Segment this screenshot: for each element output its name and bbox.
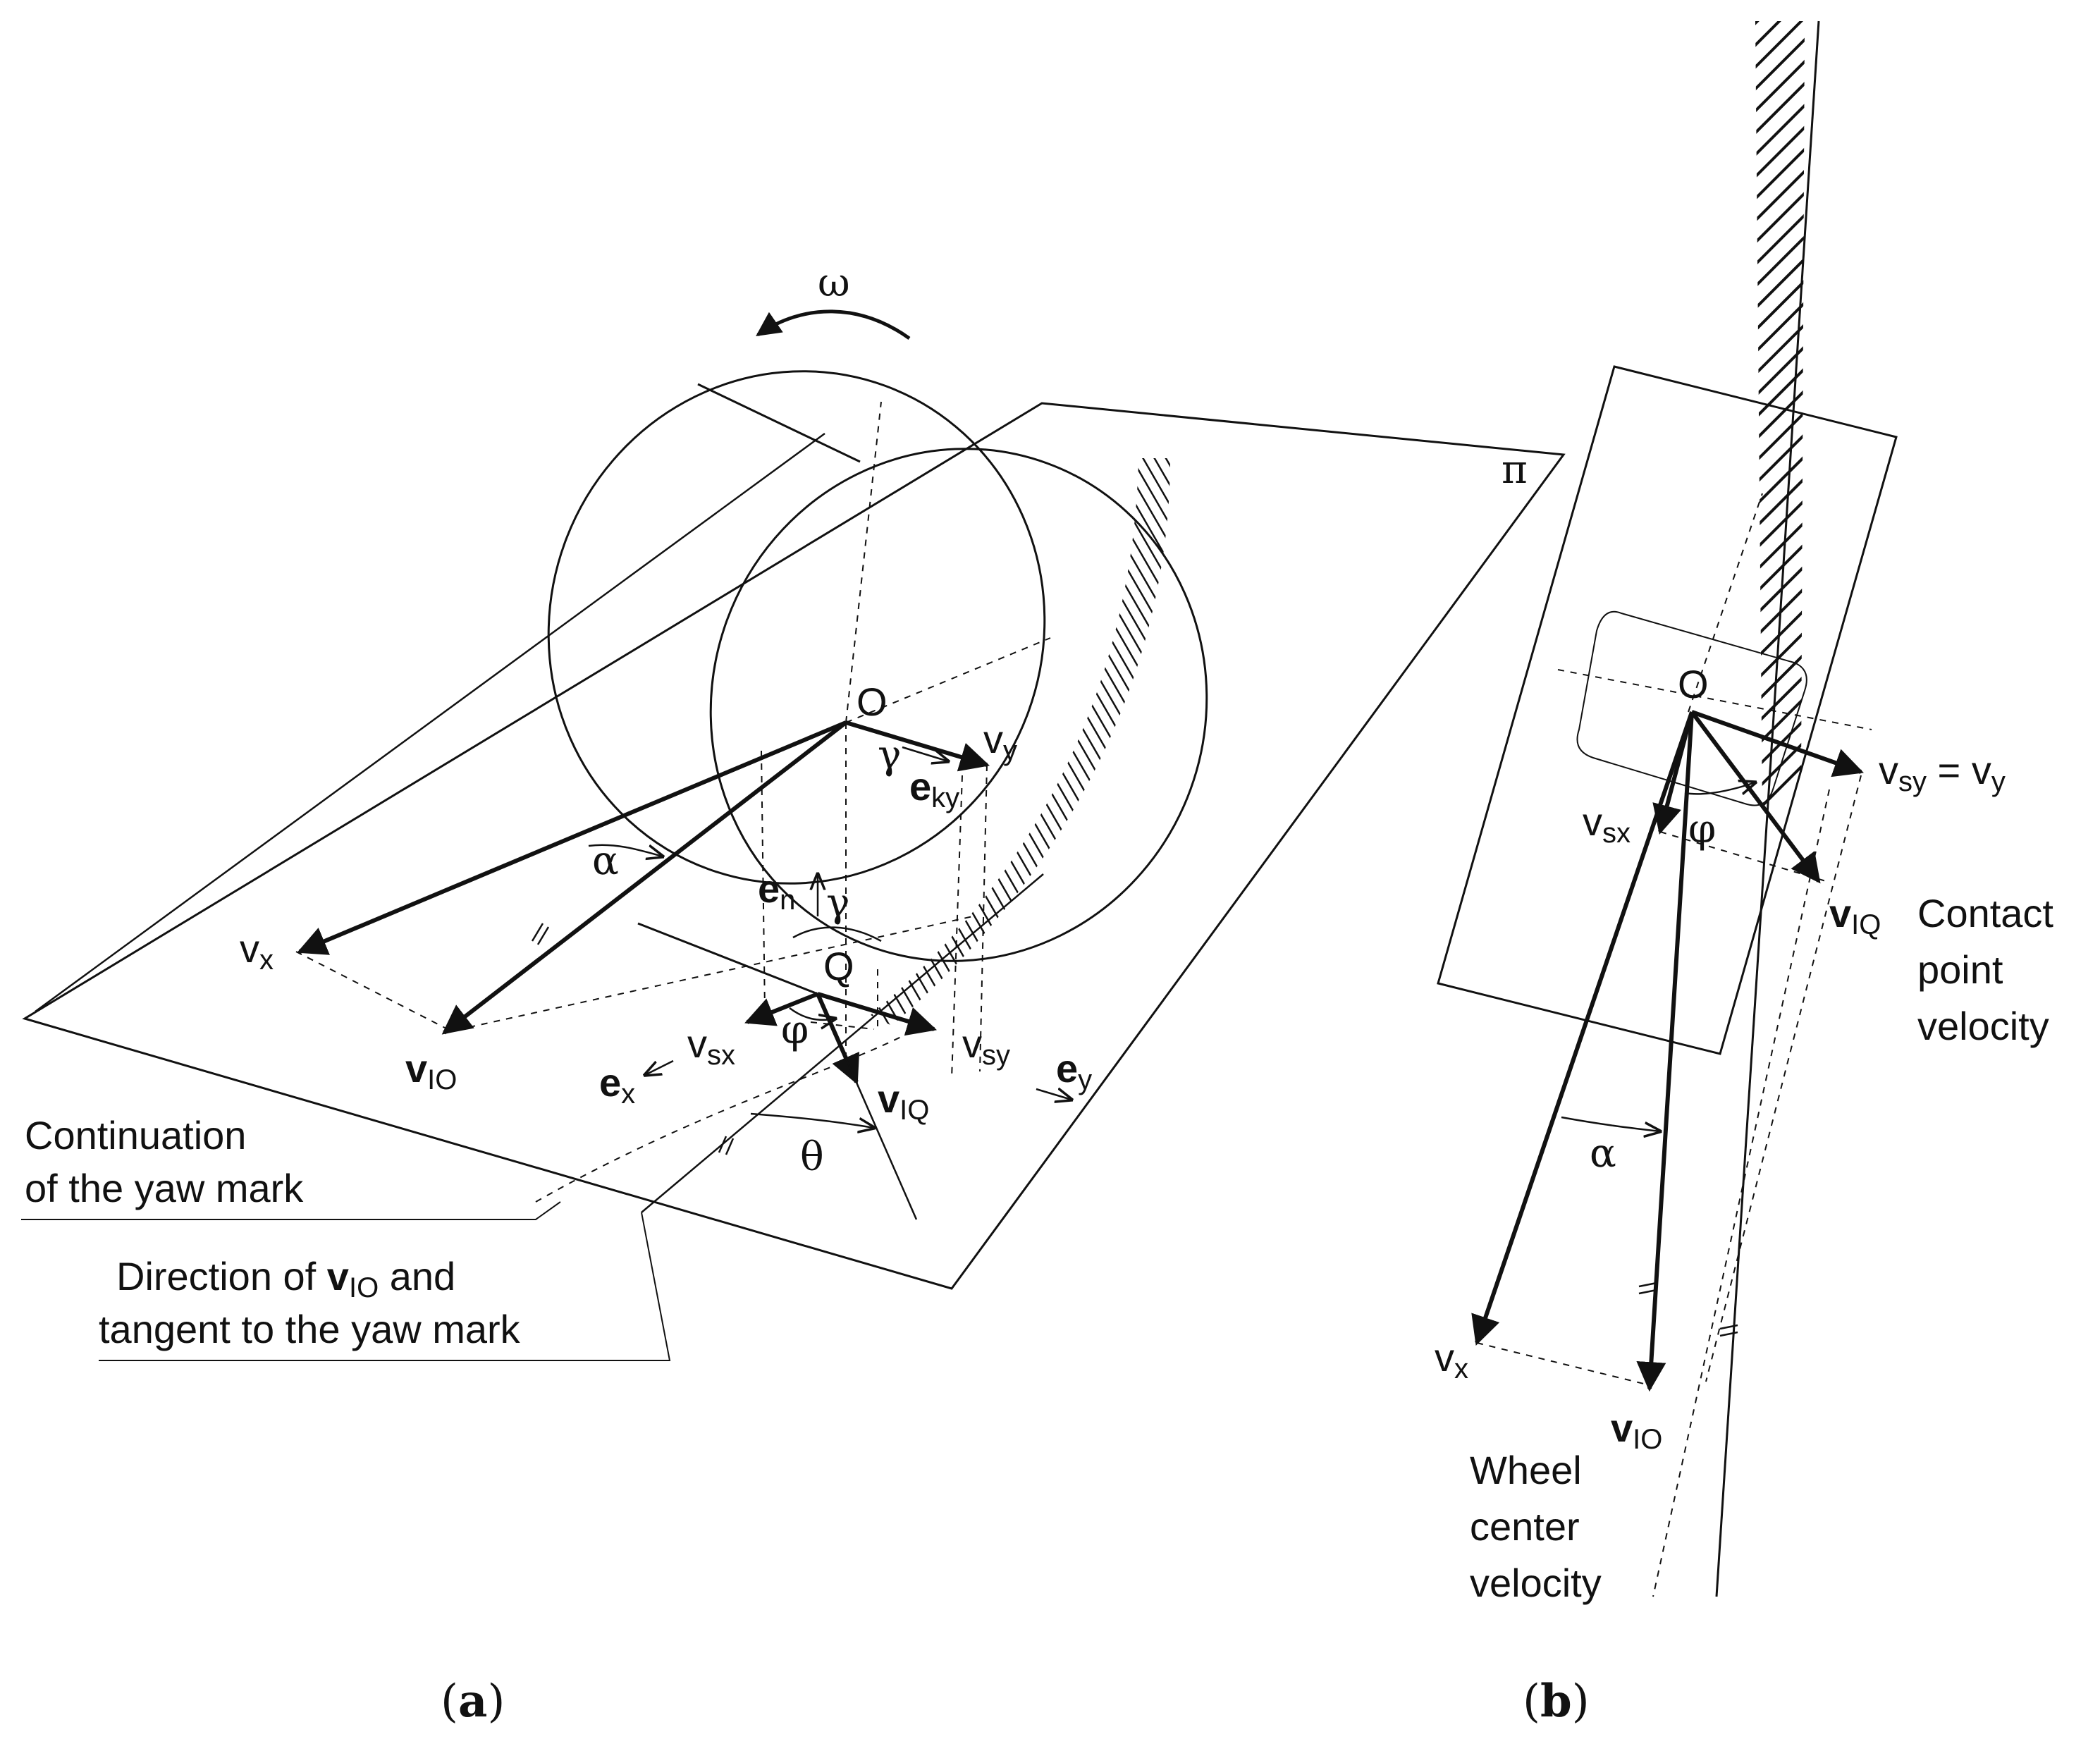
eky-arrow [902,746,948,761]
continuation-leader [21,1201,561,1220]
caption-b: (b) [1523,1675,1590,1728]
continuation-label-2: of the yaw mark [25,1166,304,1210]
viq-direction-line [816,993,918,1220]
viq-label: vIQ [878,1076,929,1126]
caption-a: (a) [441,1675,505,1728]
gamma-label: γ [878,732,901,778]
tangent-line [641,873,1044,1213]
trajectory-line [1715,20,1820,1597]
alpha-arc-b [1561,1116,1660,1131]
vsx-label-b: vsx [1583,799,1631,849]
phi-arc [789,1007,835,1020]
construction-lines [295,401,1051,1203]
theta-arc [750,1112,874,1128]
vx-label: vx [240,926,274,976]
phi-label-b: φ [1688,806,1716,852]
vy-arrow [845,720,990,772]
vsy-arrow [817,992,938,1036]
ex-arrow [645,1059,674,1075]
alpha-arc [588,844,663,856]
ey-label: ey [1056,1046,1092,1095]
ex-label: ex [599,1060,635,1110]
vio-arrow-b [1636,711,1694,1392]
viq-arrow-b [1690,711,1821,884]
wheel-back-rim [547,370,1046,885]
wheel-label-2: center [1470,1504,1580,1549]
eky-label: eky [909,764,959,813]
labels-a: π ω O Q α γ γ φ θ vx vy vIO vIQ vsx vsy … [25,260,1528,1728]
direction-leader [99,1212,671,1361]
alpha-label: α [592,838,619,884]
contact-label-3: velocity [1917,1004,2049,1048]
vectors-b [1471,710,1864,1392]
vsy-eq-label: vsy = vy [1879,748,2006,797]
construction-lines-b [1476,493,1872,1597]
panel-a: π ω O Q α γ γ φ θ vx vy vIO vIQ vsx vsy … [21,260,1566,1728]
contact-label-1: Contact [1917,891,2053,935]
vsy-label: vsy [962,1021,1010,1071]
vio-arrow [441,720,847,1035]
wheel-label-1: Wheel [1470,1448,1582,1492]
contact-label-2: point [1917,947,2003,992]
wheel-label-3: velocity [1470,1561,1602,1605]
omega-arc [756,309,911,340]
viq-label-b: vIQ [1829,891,1881,940]
panel-b: O φ α vsy = vy vsx vIQ vx vIO Contact po… [1435,20,2053,1728]
vio-label-b: vIO [1611,1406,1662,1455]
phi-arc-b [1684,782,1755,794]
contact-patch [1576,610,1807,806]
phi-label: φ [781,1007,809,1053]
omega-label: ω [818,260,850,306]
yaw-mark-strip [1755,21,1805,811]
theta-label: θ [800,1134,824,1180]
labels-b: O φ α vsy = vy vsx vIQ vx vIO Contact po… [1435,662,2053,1728]
wheel-top-edge [697,383,861,463]
wheel-bottom-edge [637,922,818,995]
point-o-label-b: O [1678,662,1709,706]
direction-label-1: Direction of vIO and [116,1254,455,1303]
vsy-arrow-b [1690,710,1864,778]
vio-label: vIO [405,1046,457,1095]
alpha-label-b: α [1590,1131,1616,1176]
vx-arrow [297,720,847,955]
wheel-front-rim [709,448,1208,962]
vx-arrow-b [1471,711,1694,1346]
vx-label-b: vx [1435,1335,1468,1384]
ey-arrow [1036,1089,1072,1100]
plane-diagonal [35,432,825,1013]
point-q-label: Q [823,944,854,988]
continuation-label-1: Continuation [25,1113,246,1157]
direction-label-2: tangent to the yaw mark [99,1307,521,1351]
vy-label: vy [983,717,1017,766]
point-o-label: O [856,680,888,724]
wheel-rectangle [1437,365,1898,1055]
en-label: en [758,866,795,916]
gamma-arc [792,926,882,942]
vsx-label: vsx [687,1021,735,1071]
gamma2-label: γ [826,880,849,926]
vsx-arrow [744,992,819,1026]
ground-plane [22,402,1566,1290]
yaw-mark [871,458,1170,1026]
plane-label: π [1502,447,1528,493]
